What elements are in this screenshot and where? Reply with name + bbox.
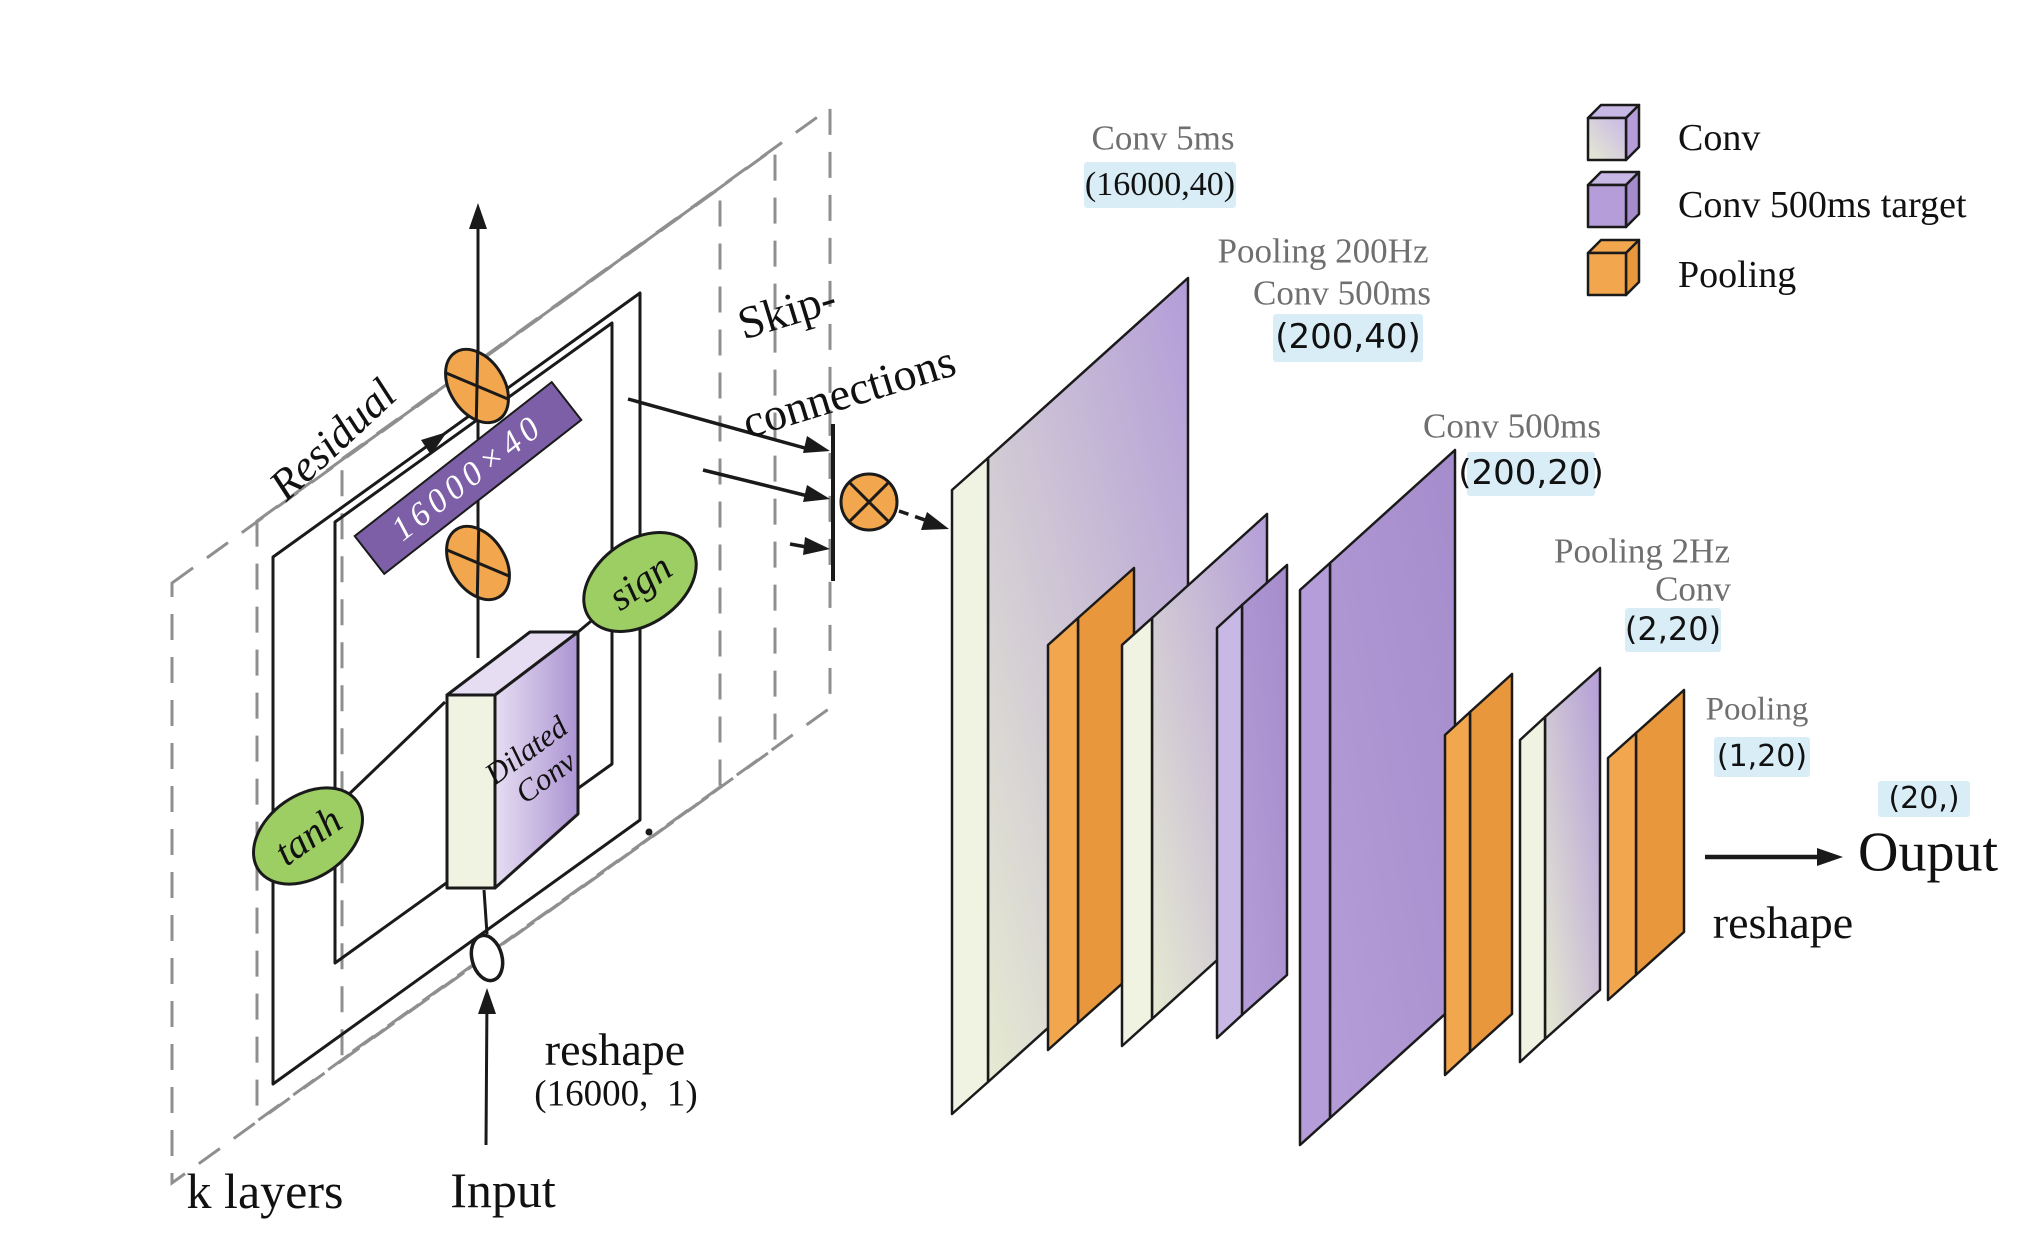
reshape-input-label: reshape <box>544 1023 686 1075</box>
dilated-conv-box <box>445 630 580 890</box>
reshape-output-label: reshape <box>1712 896 1854 948</box>
stage4-title-line2: Conv <box>1655 569 1731 609</box>
slab-front-face <box>1120 616 1154 1048</box>
stage2-shape-badge: (200,40) <box>1273 314 1423 362</box>
dilated-conv-front-face <box>445 693 497 890</box>
slab-front-face <box>1443 710 1472 1077</box>
slab-front-face <box>1215 603 1244 1040</box>
gate-multiply-node <box>445 524 511 602</box>
skip-arrow-line-1 <box>627 397 813 452</box>
slab-side-face <box>1328 448 1457 1120</box>
skip-arrowhead-2 <box>803 485 830 502</box>
skip-arrowhead-3 <box>803 537 830 555</box>
sign-ellipse <box>582 531 698 633</box>
stage5-title: Pooling <box>1705 691 1809 728</box>
tanh-connector <box>343 700 447 800</box>
skip-arrow-line-2 <box>702 468 813 499</box>
stage2-title-line1: Pooling 200Hz <box>1217 231 1429 271</box>
legend-swatch-pooling <box>1586 238 1641 297</box>
legend-label-conv-500ms-target: Conv 500ms target <box>1678 184 1967 227</box>
skip-arrowhead-1 <box>803 436 830 453</box>
slab-front-face <box>950 456 990 1116</box>
layer-slab-pooling-final <box>1606 688 1686 1002</box>
input-label: Input <box>450 1161 556 1218</box>
legend-swatch-conv <box>1586 103 1641 162</box>
stage3-title: Conv 500ms <box>1423 406 1601 446</box>
legend-label-conv: Conv <box>1678 117 1761 160</box>
output-shape-badge: (20,) <box>1878 781 1970 817</box>
tanh-ellipse <box>252 786 364 886</box>
k-layers-label: k layers <box>186 1162 344 1219</box>
residual-block-outer-box <box>271 291 642 1086</box>
slab-front-face <box>1518 715 1547 1064</box>
residual-add-node <box>444 347 510 425</box>
layer-slab-pooling-200hz <box>1046 566 1136 1052</box>
corner-dot <box>645 828 653 836</box>
slab-side-face <box>1240 563 1289 1017</box>
legend-label-pooling: Pooling <box>1678 254 1797 297</box>
stage4-title-line1: Pooling 2Hz <box>1554 531 1730 571</box>
layer-slab-conv-500ms-target-small <box>1215 563 1289 1040</box>
skip-to-network-arrowhead <box>921 512 949 530</box>
conv-to-input-line <box>482 889 489 935</box>
k-layers-dashed-planes <box>170 105 832 1186</box>
slab-front-face <box>1606 731 1638 1002</box>
stage3-shape-badge: (200,20) <box>1458 452 1604 496</box>
slab-side-face <box>1634 688 1686 977</box>
up-output-arrowhead <box>469 203 487 229</box>
reshape-input-shape: (16000, 1) <box>534 1073 698 1115</box>
slab-front-face <box>1298 561 1332 1147</box>
skip-to-network-dashed-line <box>898 509 926 522</box>
stage2-title-line2: Conv 500ms <box>1253 273 1431 313</box>
stage4-shape-badge: (2,20) <box>1625 608 1721 652</box>
stage1-title: Conv 5ms <box>1091 118 1235 158</box>
input-node <box>469 933 505 983</box>
output-arrowhead <box>1817 848 1843 866</box>
dashed-plane-2 <box>255 145 777 1124</box>
weight-band <box>353 380 583 576</box>
layer-slab-pooling-2hz <box>1443 672 1514 1077</box>
output-label: Ouput <box>1858 821 1998 884</box>
layer-slab-conv-500ms-target-large <box>1298 448 1457 1147</box>
legend-swatch-conv-500ms-target <box>1586 170 1641 229</box>
slab-side-face <box>1543 666 1602 1041</box>
layer-slab-conv-small <box>1518 666 1602 1064</box>
residual-arrowhead <box>421 432 447 455</box>
input-arrowhead <box>478 988 496 1014</box>
stage1-shape-badge: (16000,40) <box>1084 162 1236 208</box>
input-arrow-line <box>484 994 489 1146</box>
slab-side-face <box>1468 672 1514 1054</box>
stage5-shape-badge: (1,20) <box>1714 737 1810 777</box>
slab-front-face <box>1046 616 1080 1052</box>
skip-sum-node <box>839 472 899 532</box>
